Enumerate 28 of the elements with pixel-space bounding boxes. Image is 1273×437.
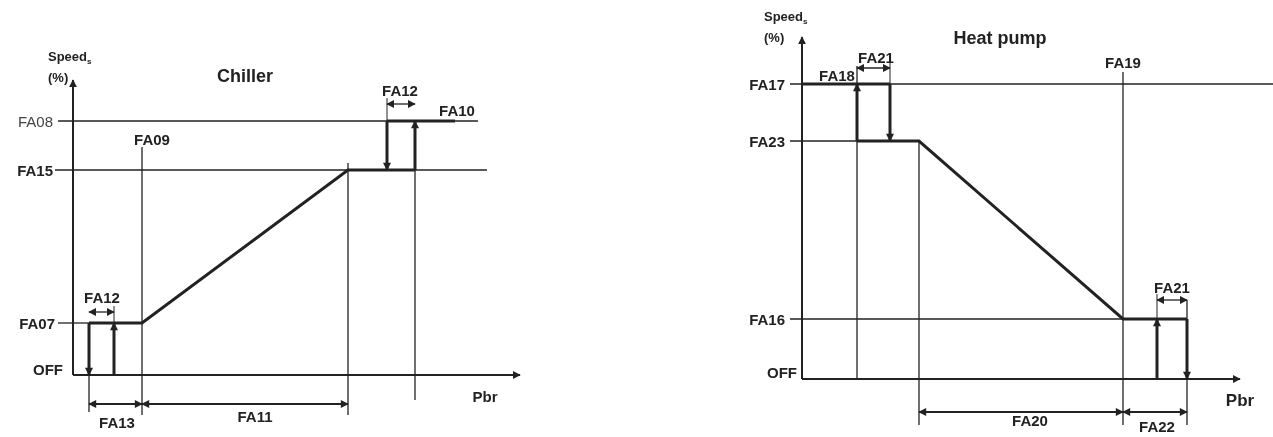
parameter-label: FA21 — [858, 49, 894, 65]
parameter-label: FA22 — [1139, 418, 1175, 434]
axis-title: Speed$_{s}$ — [764, 9, 808, 27]
axis-title: Pbr — [1225, 391, 1255, 409]
axis-unit: (%) — [48, 70, 69, 84]
axis-tick-label: OFF — [33, 361, 63, 377]
parameter-label: FA17 — [749, 76, 785, 92]
parameter-label: FA12 — [382, 82, 418, 98]
parameter-label: FA09 — [134, 131, 170, 147]
parameter-label: FA12 — [84, 289, 120, 305]
chart-title: Heat pump — [953, 29, 1047, 47]
parameter-label: FA08 — [17, 113, 53, 129]
parameter-label: FA15 — [17, 162, 53, 178]
axis-title: Pbr — [472, 388, 498, 404]
parameter-label: FA16 — [749, 311, 785, 327]
chart-title: Chiller — [217, 67, 273, 85]
parameter-label: FA11 — [237, 408, 273, 424]
parameter-label: FA21 — [1154, 279, 1190, 295]
parameter-label: FA20 — [1012, 412, 1048, 428]
parameter-label: FA07 — [19, 315, 55, 331]
axis-tick-label: OFF — [767, 364, 797, 380]
parameter-label: FA19 — [1105, 54, 1141, 70]
parameter-label: FA13 — [99, 414, 135, 430]
axis-unit: (%) — [764, 30, 785, 44]
parameter-label: FA10 — [439, 102, 475, 118]
axis-title: Speed$_{s}$ — [48, 49, 92, 67]
parameter-label: FA18 — [819, 67, 855, 83]
parameter-label: FA23 — [749, 133, 785, 149]
